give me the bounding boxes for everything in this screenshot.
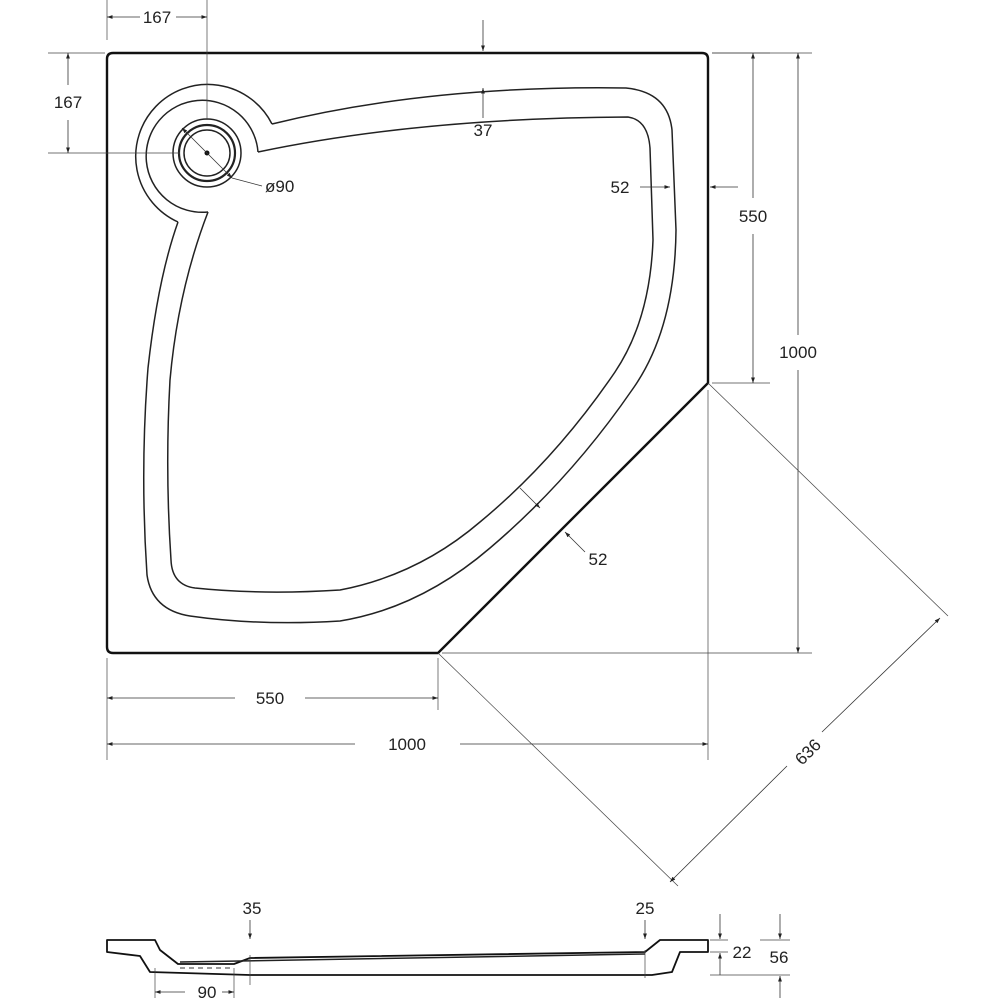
tray-outline: [105, 51, 710, 655]
section-floor-line: [179, 953, 646, 963]
dim-rim-right: 52: [611, 178, 630, 197]
rim-outer-edge: [142, 87, 677, 624]
section-dimensions: 35 25 22 56 90: [154, 899, 790, 1000]
dim-drain-diameter: ø90: [265, 177, 294, 196]
dim-section-drain: 90: [198, 983, 217, 1000]
dim-width-total: 1000: [388, 735, 426, 754]
dim-section-inner-depth: 22: [733, 943, 752, 962]
drain-well-inner: [145, 99, 259, 214]
dim-drain-offset-x: 167: [143, 8, 171, 27]
dim-section-right-rim: 25: [636, 899, 655, 918]
rim-inner-edge: [166, 116, 654, 593]
dim-side-bottom: 550: [256, 689, 284, 708]
dim-rim-top: 37: [474, 121, 493, 140]
dim-rim-diagonal: 52: [589, 550, 608, 569]
section-view: [106, 939, 709, 985]
dim-section-total-height: 56: [770, 948, 789, 967]
dim-section-left-rim: 35: [243, 899, 262, 918]
plan-dimensions: 167 167 37 ø90 52 550 1000 52: [48, 0, 949, 887]
drain-well-outer: [134, 83, 273, 223]
dim-drain-offset-y: 167: [54, 93, 82, 112]
dim-diagonal-front: 636: [791, 735, 824, 768]
dim-height-total: 1000: [779, 343, 817, 362]
section-profile: [106, 939, 709, 976]
dim-side-right: 550: [739, 207, 767, 226]
